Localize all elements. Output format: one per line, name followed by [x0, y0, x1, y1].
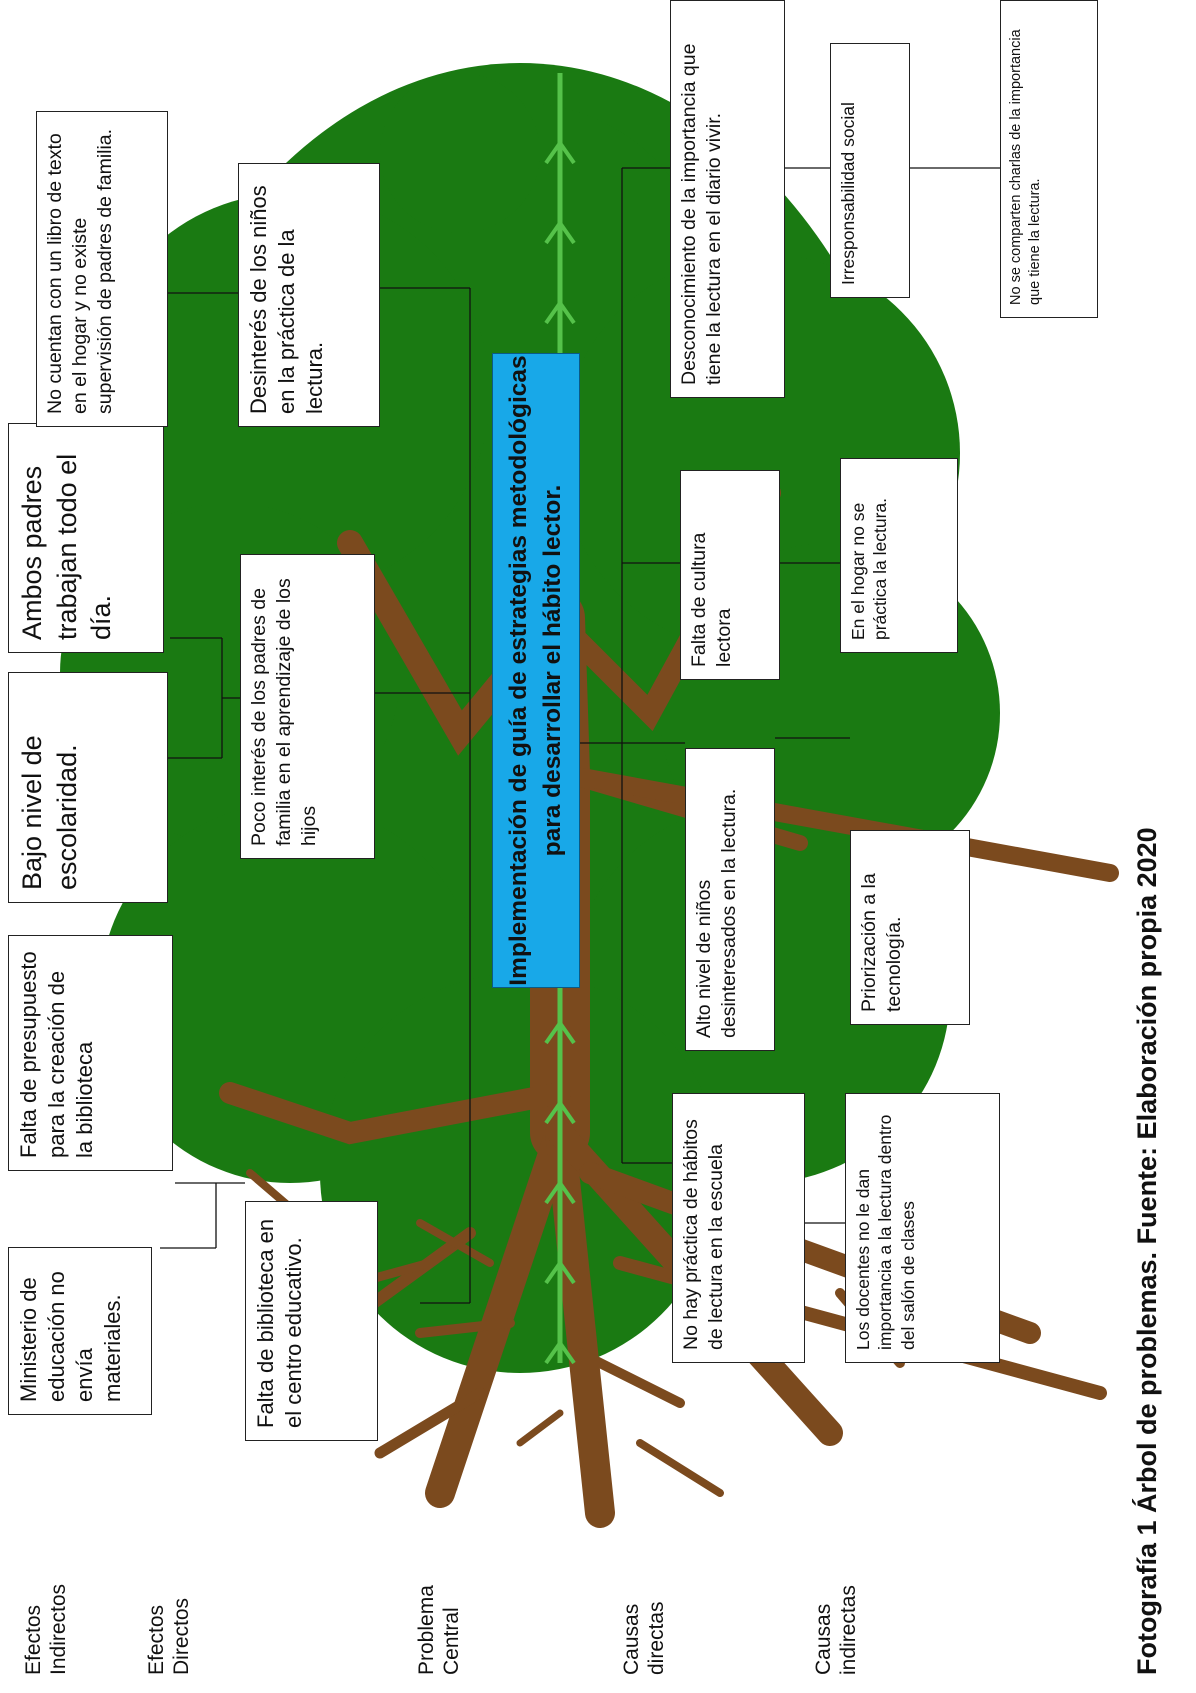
box-irresponsabilidad-text: Irresponsabilidad social	[838, 102, 858, 285]
box-tecnologia-text: Priorización a la tecnología.	[858, 873, 905, 1012]
box-desconocimiento-text: Desconocimiento de la importancia que ti…	[678, 43, 725, 385]
box-libro-texto: No cuentan con un libro de texto en el h…	[36, 111, 168, 427]
central-problem-box: Implementación de guía de estrategias me…	[492, 353, 580, 988]
box-alto-nivel: Alto nivel de niños desinteresados en la…	[685, 748, 775, 1051]
label-direct-effects: Efectos Directos	[145, 1597, 193, 1675]
box-tecnologia: Priorización a la tecnología.	[850, 830, 970, 1025]
box-habitos-text: No hay práctica de hábitos de lectura en…	[680, 1119, 727, 1350]
box-desinteres-ninos-text: Desinterés de los niños en la práctica d…	[246, 185, 328, 414]
label-indirect-causes: Causas indirectas	[812, 1585, 860, 1675]
label-direct-causes: Causas directas	[620, 1601, 668, 1675]
box-hogar: En el hogar no se práctica la lectura.	[840, 458, 958, 653]
label-central-problem: Problema Central	[415, 1585, 463, 1675]
box-desinteres-ninos: Desinterés de los niños en la práctica d…	[238, 163, 380, 427]
box-padres-trabajan: Ambos padres trabajan todo el día.	[8, 423, 164, 653]
box-alto-nivel-text: Alto nivel de niños desinteresados en la…	[693, 788, 740, 1038]
box-cultura: Falta de cultura lectora	[680, 470, 780, 680]
box-presupuesto: Falta de presupuesto para la creación de…	[8, 935, 173, 1171]
box-charlas-text: No se comparten charlas de la importanci…	[1008, 29, 1043, 305]
box-charlas: No se comparten charlas de la importanci…	[1000, 0, 1098, 318]
box-interes-padres-text: Poco interés de los padres de familia en…	[248, 578, 320, 846]
central-problem-text: Implementación de guía de estrategias me…	[504, 355, 566, 986]
box-irresponsabilidad: Irresponsabilidad social	[830, 43, 910, 298]
box-biblioteca-text: Falta de biblioteca en el centro educati…	[253, 1218, 307, 1428]
label-indirect-effects: Efectos Indirectos	[22, 1583, 70, 1675]
box-habitos: No hay práctica de hábitos de lectura en…	[672, 1093, 805, 1363]
box-hogar-text: En el hogar no se práctica la lectura.	[848, 497, 891, 640]
box-ministerio: Ministerio de educación no envía materia…	[8, 1247, 152, 1415]
figure-caption: Fotografía 1 Árbol de problemas. Fuente:…	[1132, 827, 1162, 1675]
box-interes-padres: Poco interés de los padres de familia en…	[240, 554, 375, 859]
box-escolaridad: Bajo nivel de escolaridad.	[8, 672, 168, 903]
box-docentes-text: Los docentes no le dan importancia a la …	[853, 1114, 918, 1350]
box-libro-texto-text: No cuentan con un libro de texto en el h…	[44, 128, 116, 414]
box-escolaridad-text: Bajo nivel de escolaridad.	[17, 735, 82, 890]
box-ministerio-text: Ministerio de educación no envía materia…	[16, 1271, 126, 1402]
box-presupuesto-text: Falta de presupuesto para la creación de…	[16, 951, 98, 1158]
box-cultura-text: Falta de cultura lectora	[688, 532, 735, 667]
box-docentes: Los docentes no le dan importancia a la …	[845, 1093, 1000, 1363]
box-biblioteca: Falta de biblioteca en el centro educati…	[245, 1201, 378, 1441]
box-padres-trabajan-text: Ambos padres trabajan todo el día.	[17, 453, 117, 640]
box-desconocimiento: Desconocimiento de la importancia que ti…	[670, 0, 785, 398]
